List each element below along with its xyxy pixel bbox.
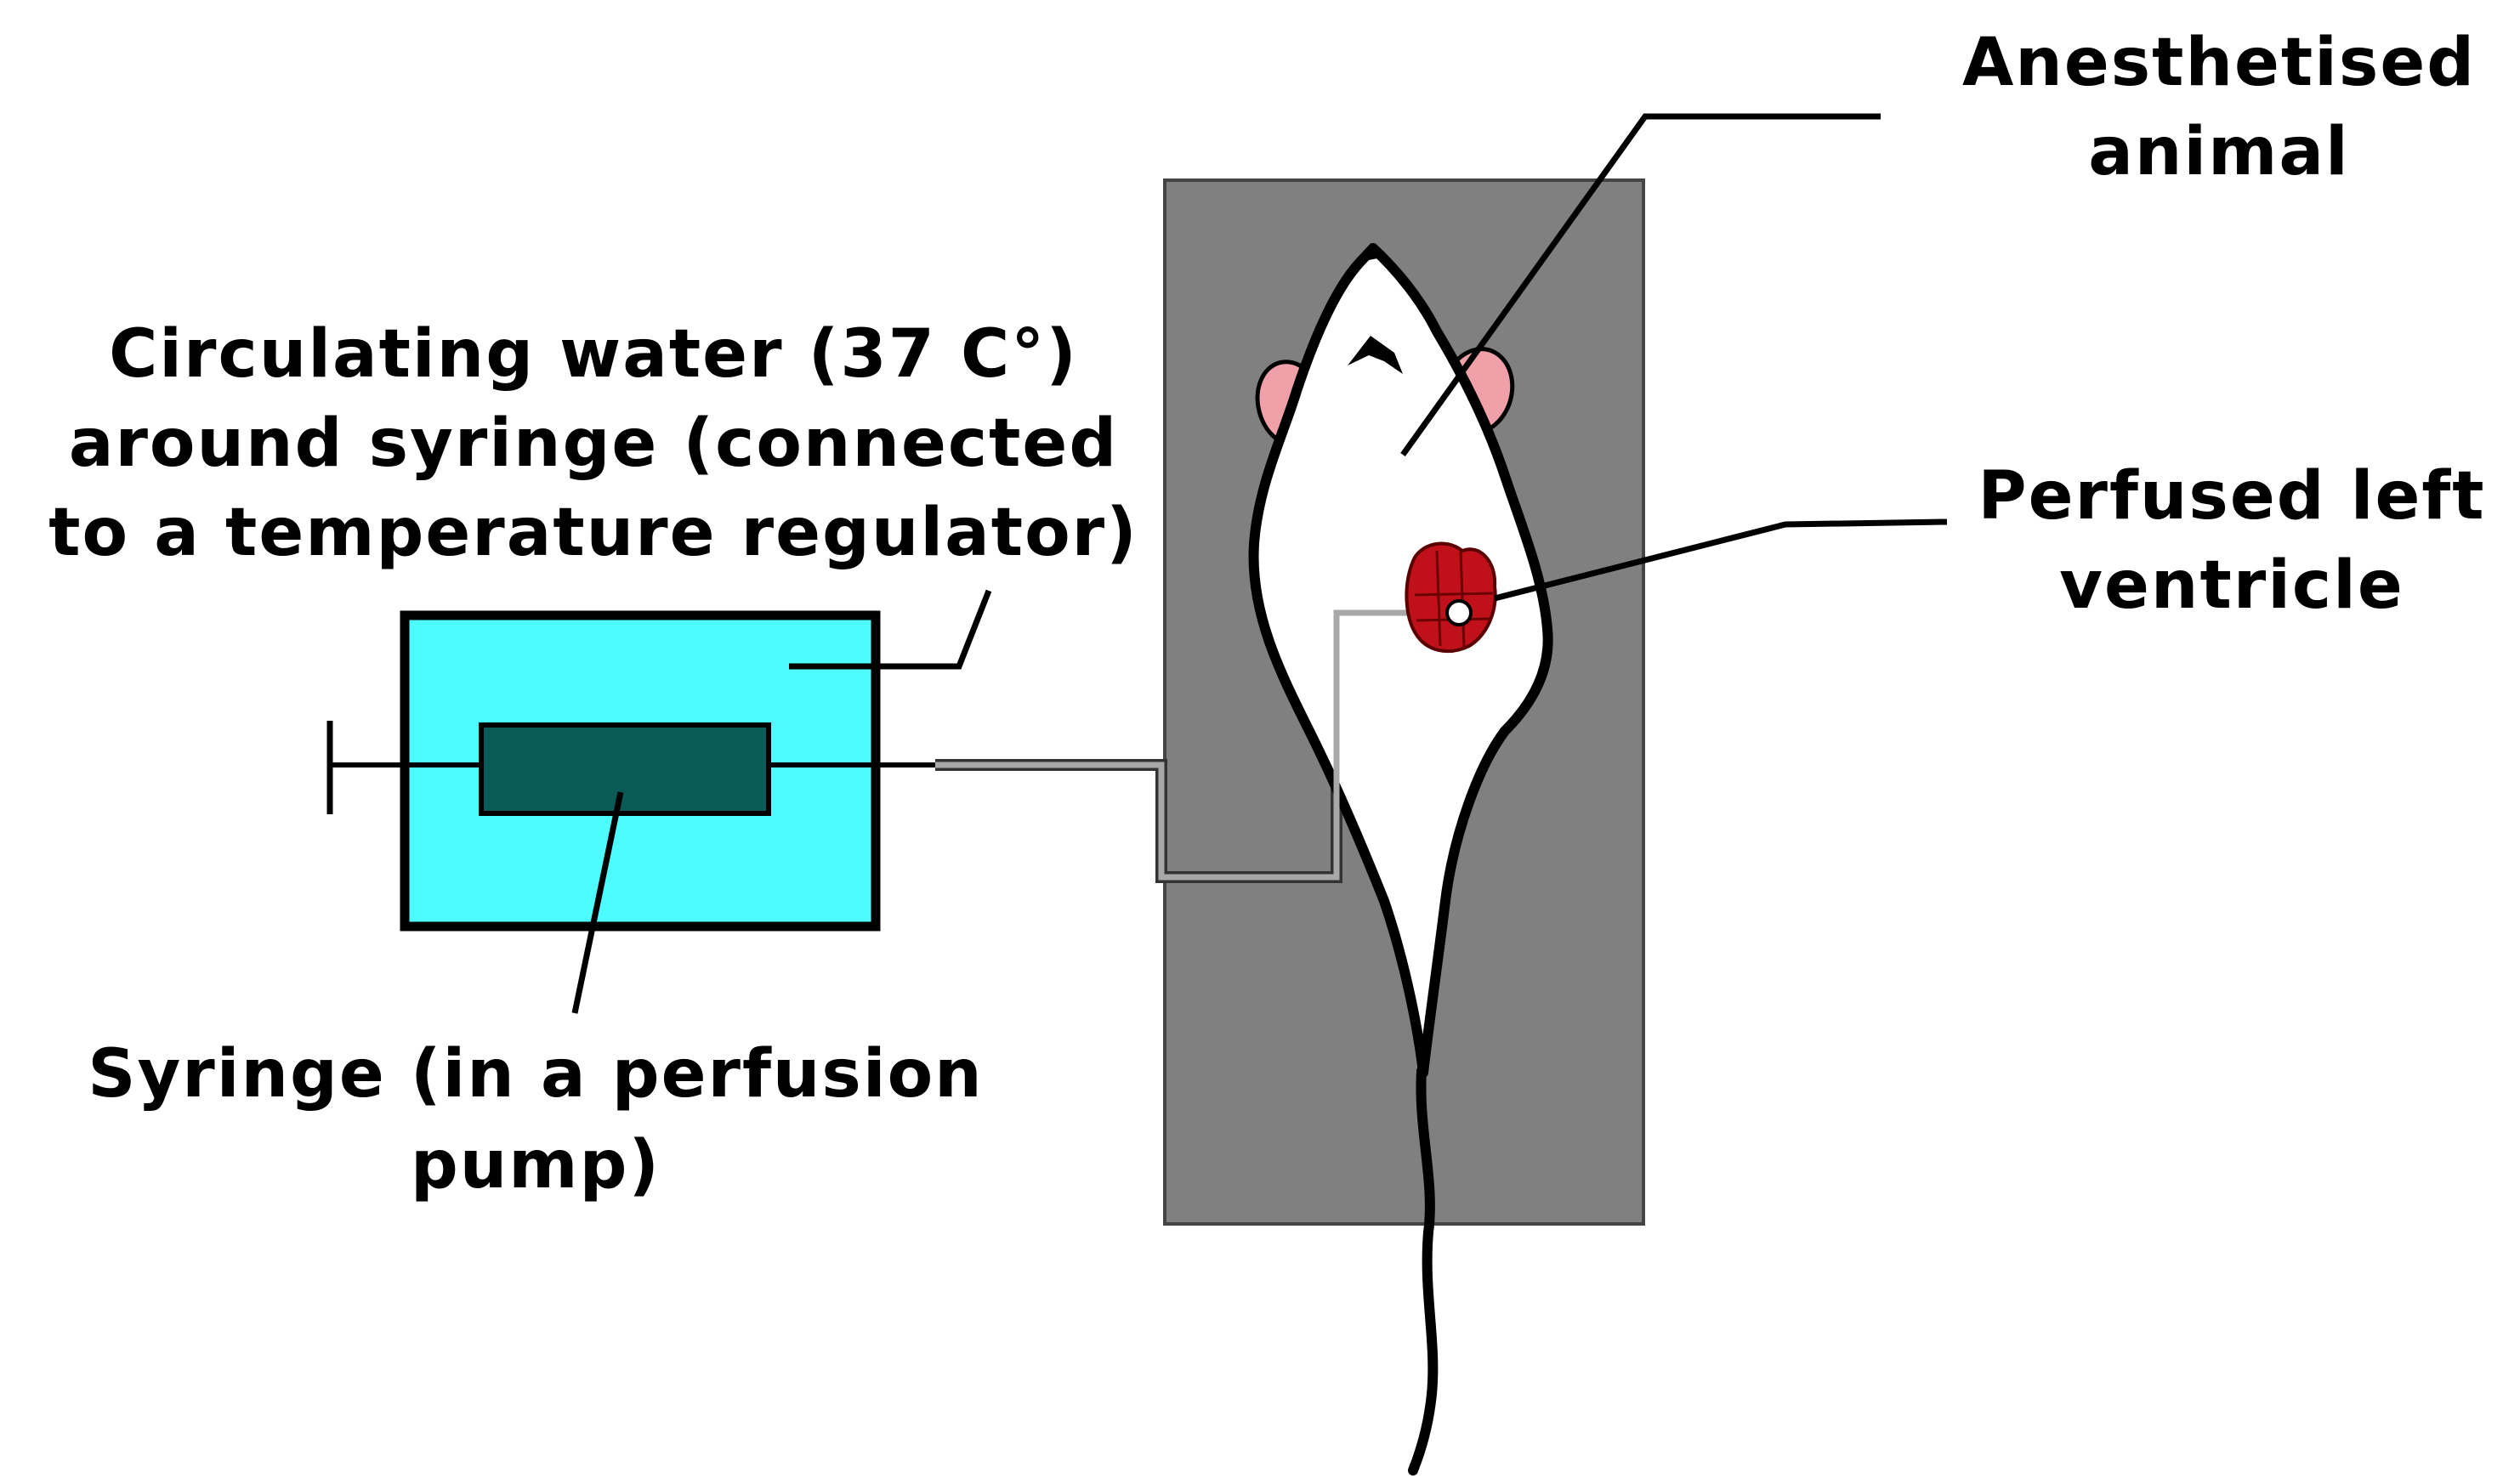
syringe-label-line2: pump) xyxy=(411,1127,661,1204)
animal-body xyxy=(1248,243,1553,1078)
animal-label-line2: animal xyxy=(2088,114,2350,190)
leader-line-water xyxy=(789,589,992,670)
animal-label-line1: Anesthetised xyxy=(1962,25,2476,101)
animal-face-mark xyxy=(1348,336,1403,374)
leader-line-syringe xyxy=(571,791,624,1014)
water-bath-label-line2: around syringe (connected xyxy=(69,405,1118,482)
perfusion-tubing xyxy=(935,609,1450,881)
heart-icon xyxy=(1405,541,1497,654)
ventricle-label-line1: Perfused left xyxy=(1978,458,2485,535)
water-bath-label-line1: Circulating water (37 C°) xyxy=(109,316,1078,393)
water-bath-label-line3: to a temperature regulator) xyxy=(48,495,1138,571)
ventricle-label-line2: ventricle xyxy=(2059,547,2404,624)
syringe-barrel xyxy=(479,722,771,816)
syringe-label-line1: Syringe (in a perfusion xyxy=(88,1036,983,1113)
animal-snout xyxy=(1360,243,1386,262)
animal-tail xyxy=(1408,1066,1439,1476)
leader-line-animal xyxy=(1400,113,1881,457)
leader-line-ventricle xyxy=(1494,518,1948,602)
